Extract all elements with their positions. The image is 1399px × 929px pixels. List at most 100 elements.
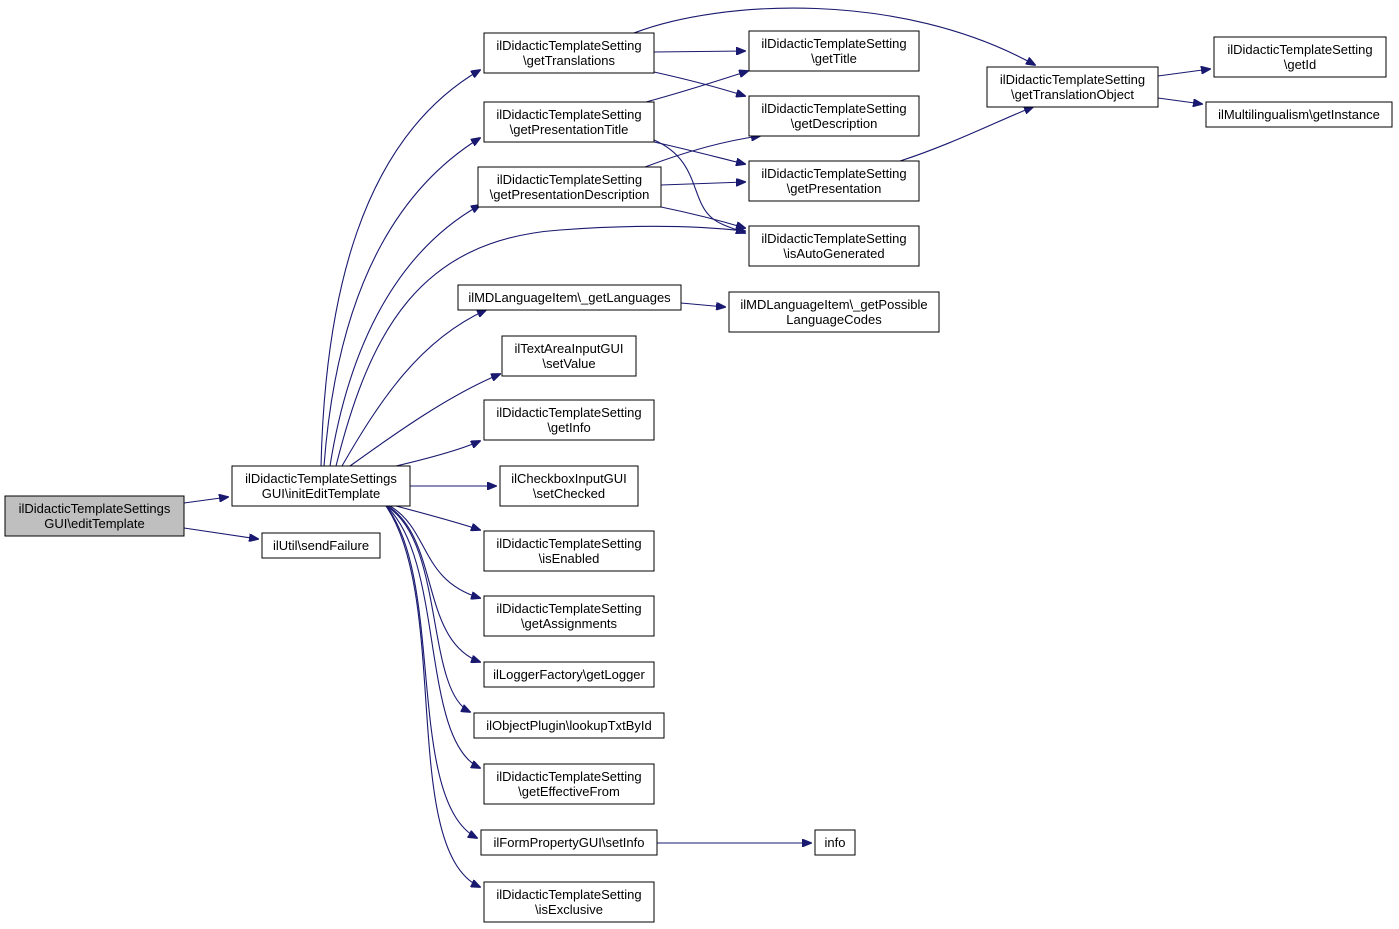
node-box (457, 284, 682, 311)
node-label-line: \getPresentation (787, 181, 882, 196)
node-getPresentation[interactable]: ilDidacticTemplateSetting\getPresentatio… (748, 160, 920, 202)
node-label-line: ilLoggerFactory\getLogger (493, 667, 645, 682)
edge-initEditTemplate-to-lookupTxtById (385, 505, 470, 712)
edge-getPresentation-to-getTranslationObject (899, 107, 1033, 162)
node-isExclusive[interactable]: ilDidacticTemplateSetting\isExclusive (483, 881, 655, 923)
node-label-line: ilDidacticTemplateSetting (496, 405, 641, 420)
node-getTitle[interactable]: ilDidacticTemplateSetting\getTitle (748, 30, 920, 72)
node-box (483, 881, 655, 923)
node-editTemplate[interactable]: ilDidacticTemplateSettingsGUI\editTempla… (4, 495, 185, 537)
node-label-line: \getTranslations (523, 53, 616, 68)
node-label-line: \getAssignments (521, 616, 618, 631)
node-setChecked[interactable]: ilCheckboxInputGUI\setChecked (499, 465, 639, 507)
node-label-line: \getDescription (791, 116, 878, 131)
edge-initEditTemplate-to-getEffectiveFrom (385, 505, 480, 768)
edge-getTranslationObject-to-getInstance (1157, 97, 1202, 104)
node-box (483, 101, 655, 143)
edge-initEditTemplate-to-isAutoGenerated (335, 225, 745, 467)
node-label-line: ilDidacticTemplateSettings (245, 471, 397, 486)
node-info[interactable]: info (814, 829, 856, 856)
node-box (231, 465, 411, 507)
node-getInstance[interactable]: ilMultilingualism\getInstance (1205, 101, 1393, 128)
node-getPresentationDescription[interactable]: ilDidacticTemplateSetting\getPresentatio… (477, 166, 662, 208)
node-isAutoGenerated[interactable]: ilDidacticTemplateSetting\isAutoGenerate… (748, 225, 920, 267)
node-label-line: ilTextAreaInputGUI (514, 341, 623, 356)
node-label-line: ilMDLanguageItem\_getPossible (740, 297, 927, 312)
node-label-line: \getId (1284, 57, 1317, 72)
node-box (748, 95, 920, 137)
edge-initEditTemplate-to-setInfo (385, 505, 477, 838)
node-box (483, 32, 655, 74)
node-box (499, 465, 639, 507)
node-getPossibleLanguageCodes[interactable]: ilMDLanguageItem\_getPossibleLanguageCod… (728, 291, 940, 333)
edge-editTemplate-to-initEditTemplate (183, 497, 228, 504)
node-sendFailure[interactable]: ilUtil\sendFailure (261, 532, 381, 559)
node-label-line: ilDidacticTemplateSetting (496, 887, 641, 902)
node-getPresentationTitle[interactable]: ilDidacticTemplateSetting\getPresentatio… (483, 101, 655, 143)
node-box (483, 763, 655, 805)
node-setInfo[interactable]: ilFormPropertyGUI\setInfo (480, 829, 658, 856)
node-label-line: ilDidacticTemplateSetting (761, 36, 906, 51)
edge-getPresentationDescription-to-getPresentation (660, 182, 745, 185)
node-label-line: \getEffectiveFrom (518, 784, 620, 799)
node-box (814, 829, 856, 856)
edge-getTranslations-to-getTitle (653, 51, 745, 52)
edge-initEditTemplate-to-setValue (349, 374, 500, 467)
edge-getPresentationTitle-to-getPresentation (653, 141, 745, 164)
node-label-line: \getInfo (547, 420, 590, 435)
node-getLanguages[interactable]: ilMDLanguageItem\_getLanguages (457, 284, 682, 311)
edge-initEditTemplate-to-getInfo (395, 441, 480, 467)
node-label-line: ilDidacticTemplateSetting (497, 172, 642, 187)
node-box (501, 335, 637, 377)
node-label-line: ilDidacticTemplateSetting (761, 231, 906, 246)
node-getId[interactable]: ilDidacticTemplateSetting\getId (1213, 36, 1387, 78)
node-getEffectiveFrom[interactable]: ilDidacticTemplateSetting\getEffectiveFr… (483, 763, 655, 805)
edge-getTranslations-to-getDescription (653, 71, 745, 96)
node-label-line: ilMultilingualism\getInstance (1218, 107, 1380, 122)
edge-getTranslationObject-to-getId (1157, 69, 1210, 77)
nodes-layer: ilDidacticTemplateSettingsGUI\editTempla… (4, 30, 1393, 923)
node-label-line: \isAutoGenerated (783, 246, 884, 261)
edge-getTranslations-to-getTranslationObject (633, 7, 1035, 65)
edge-getPresentationTitle-to-getTitle (645, 71, 748, 103)
node-label-line: ilDidacticTemplateSetting (1000, 72, 1145, 87)
edge-initEditTemplate-to-getLanguages (341, 310, 486, 467)
node-label-line: \getPresentationTitle (510, 122, 629, 137)
node-box (483, 661, 655, 688)
node-getLogger[interactable]: ilLoggerFactory\getLogger (483, 661, 655, 688)
node-box (477, 166, 662, 208)
node-label-line: ilUtil\sendFailure (273, 538, 369, 553)
edge-initEditTemplate-to-getPresentationTitle (323, 138, 480, 467)
node-label-line: ilDidacticTemplateSetting (496, 601, 641, 616)
node-box (1205, 101, 1393, 128)
node-isEnabled[interactable]: ilDidacticTemplateSetting\isEnabled (483, 530, 655, 572)
node-setValue[interactable]: ilTextAreaInputGUI\setValue (501, 335, 637, 377)
node-label-line: info (825, 835, 846, 850)
node-box (728, 291, 940, 333)
node-label-line: ilMDLanguageItem\_getLanguages (468, 290, 671, 305)
node-label-line: \getTitle (811, 51, 857, 66)
node-initEditTemplate[interactable]: ilDidacticTemplateSettingsGUI\initEditTe… (231, 465, 411, 507)
node-lookupTxtById[interactable]: ilObjectPlugin\lookupTxtById (473, 712, 665, 739)
node-label-line: ilDidacticTemplateSettings (19, 501, 171, 516)
node-label-line: \getPresentationDescription (490, 187, 650, 202)
node-box (748, 160, 920, 202)
node-label-line: GUI\initEditTemplate (262, 486, 381, 501)
node-box (1213, 36, 1387, 78)
node-box (748, 30, 920, 72)
node-getTranslationObject[interactable]: ilDidacticTemplateSetting\getTranslation… (986, 66, 1159, 108)
node-getAssignments[interactable]: ilDidacticTemplateSetting\getAssignments (483, 595, 655, 637)
node-getTranslations[interactable]: ilDidacticTemplateSetting\getTranslation… (483, 32, 655, 74)
node-label-line: \setValue (542, 356, 595, 371)
node-getDescription[interactable]: ilDidacticTemplateSetting\getDescription (748, 95, 920, 137)
node-label-line: ilCheckboxInputGUI (511, 471, 627, 486)
node-getInfo[interactable]: ilDidacticTemplateSetting\getInfo (483, 399, 655, 441)
edge-initEditTemplate-to-getAssignments (389, 505, 480, 598)
node-box (4, 495, 185, 537)
node-label-line: \getTranslationObject (1011, 87, 1134, 102)
node-label-line: ilDidacticTemplateSetting (496, 38, 641, 53)
edge-initEditTemplate-to-getPresentationDescription (329, 205, 480, 467)
node-label-line: ilDidacticTemplateSetting (496, 769, 641, 784)
node-label-line: ilDidacticTemplateSetting (496, 536, 641, 551)
